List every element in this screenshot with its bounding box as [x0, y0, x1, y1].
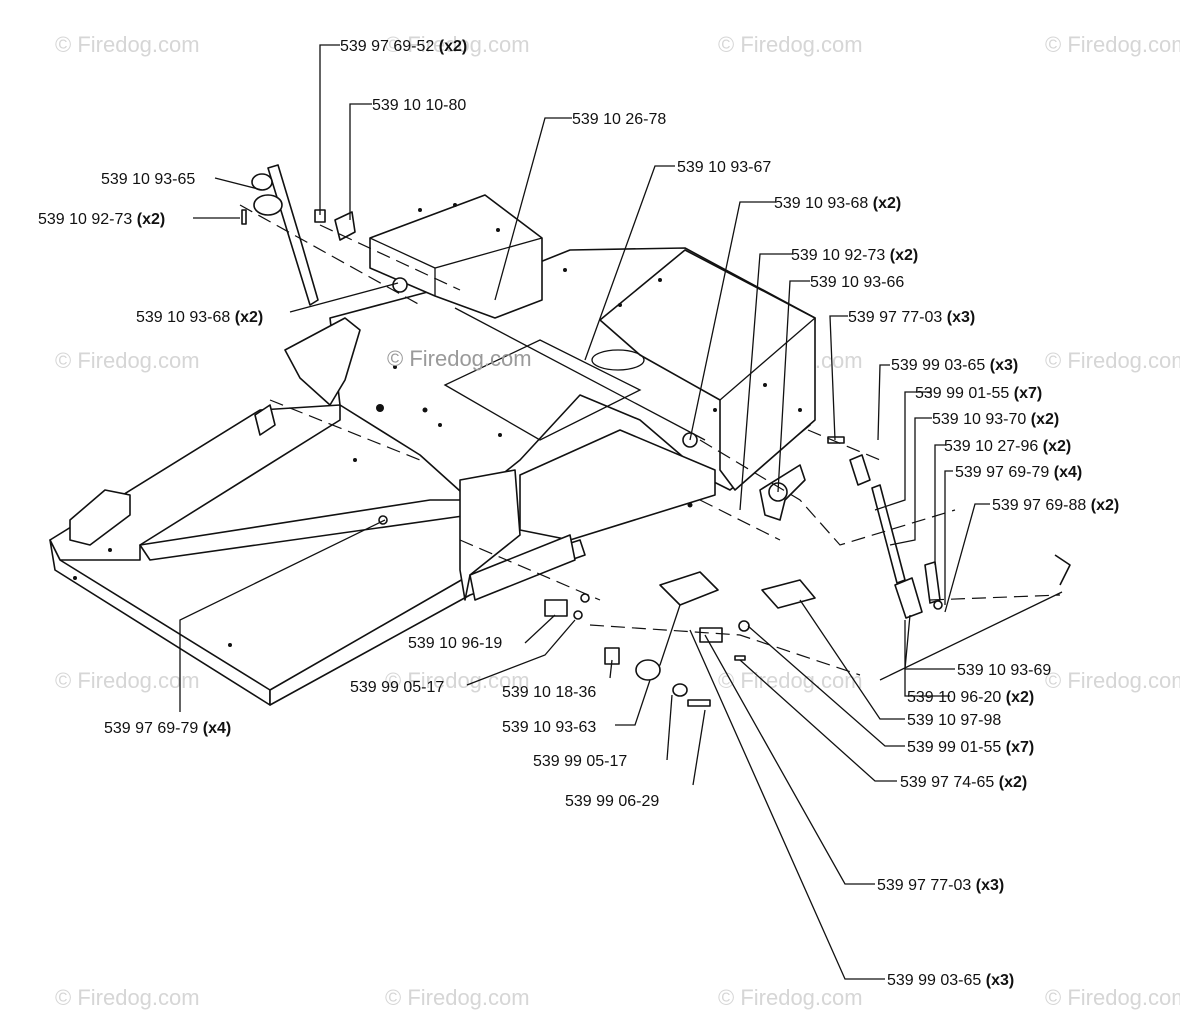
callout-label: 539 10 96-19	[408, 635, 502, 652]
watermark: © Firedog.com	[718, 668, 863, 693]
callout-label: 539 10 97-98	[907, 712, 1001, 729]
right-clip	[1054, 554, 1071, 586]
deck-hole	[591, 349, 645, 371]
callout-label: 539 10 93-66	[810, 274, 904, 291]
callout-label: 539 99 03-65 (x3)	[887, 972, 1014, 989]
watermark: © Firedog.com	[55, 985, 200, 1010]
watermark: © Firedog.com	[385, 32, 530, 57]
callout-label: 539 10 93-68 (x2)	[136, 309, 263, 326]
long-rod	[879, 591, 1063, 681]
callout-labels: 539 97 69-52 (x2) 539 10 10-80 539 10 26…	[38, 38, 1119, 989]
spring-nut	[933, 600, 943, 610]
pedal-front	[761, 579, 816, 609]
left-nut	[392, 277, 408, 293]
callout-label: 539 10 93-70 (x2)	[932, 411, 1059, 428]
front-plate	[544, 599, 568, 617]
watermark: © Firedog.com	[55, 32, 200, 57]
watermark-center: © Firedog.com	[387, 346, 532, 371]
callout-label: 539 10 96-20 (x2)	[907, 689, 1034, 706]
pedal-spring	[699, 627, 723, 643]
callout-label: 539 10 92-73 (x2)	[791, 247, 918, 264]
rear-box	[369, 194, 543, 319]
watermark: © Firedog.com	[1045, 32, 1180, 57]
tie-rod	[871, 484, 906, 584]
callout-label: 539 99 03-65 (x3)	[891, 357, 1018, 374]
side-channel	[519, 429, 716, 541]
leader-lines	[179, 44, 990, 980]
right-pin	[827, 436, 845, 444]
watermark: © Firedog.com	[1045, 668, 1180, 693]
watermark: © Firedog.com	[55, 668, 200, 693]
right-box	[599, 249, 816, 491]
callout-label: 539 10 93-69	[957, 662, 1051, 679]
callout-label: 539 10 93-68 (x2)	[774, 195, 901, 212]
watermarks: © Firedog.com © Firedog.com © Firedog.co…	[55, 32, 1180, 1010]
watermark: © Firedog.com	[1045, 985, 1180, 1010]
pedal-pin	[734, 655, 746, 661]
callout-label: 539 10 18-36	[502, 684, 596, 701]
callout-label: 539 10 93-63	[502, 719, 596, 736]
rod-end-bottom	[894, 577, 923, 619]
rod-end-top	[849, 454, 871, 486]
watermark: © Firedog.com	[385, 985, 530, 1010]
washer	[672, 683, 688, 697]
spring	[924, 561, 941, 604]
callout-label: 539 10 27-96 (x2)	[944, 438, 1071, 455]
watermark: © Firedog.com	[55, 348, 200, 373]
assembly-lines	[239, 204, 1061, 676]
callout-label: 539 99 06-29	[565, 793, 659, 810]
front-bolt	[573, 610, 583, 620]
callout-label: 539 10 93-65	[101, 171, 195, 188]
left-bushing	[253, 194, 283, 216]
callout-label: 539 99 05-17	[350, 679, 444, 696]
pedal-rear	[659, 571, 719, 606]
callout-label: 539 97 77-03 (x3)	[848, 309, 975, 326]
bolt	[687, 699, 711, 707]
watermark: © Firedog.com	[718, 985, 863, 1010]
rear-bracket	[334, 211, 356, 241]
callout-label: 539 97 69-88 (x2)	[992, 497, 1119, 514]
callout-label: 539 97 69-79 (x4)	[955, 464, 1082, 481]
left-tab	[254, 404, 276, 436]
watermark: © Firedog.com	[385, 668, 530, 693]
pedal-nut	[738, 620, 750, 632]
callout-label: 539 10 93-67	[677, 159, 771, 176]
watermark: © Firedog.com	[718, 32, 863, 57]
pivot-rod	[454, 307, 706, 441]
callout-label: 539 99 05-17	[533, 753, 627, 770]
pedal-pivot	[635, 659, 661, 681]
callout-label: 539 10 26-78	[572, 111, 666, 128]
left-bracket	[284, 317, 361, 406]
callout-label: 539 10 10-80	[372, 97, 466, 114]
callout-label: 539 97 74-65 (x2)	[900, 774, 1027, 791]
left-pin	[241, 209, 247, 225]
callout-label: 539 97 69-79 (x4)	[104, 720, 231, 737]
callout-label: 539 99 01-55 (x7)	[915, 385, 1042, 402]
callout-label: 539 97 77-03 (x3)	[877, 877, 1004, 894]
linkage-parts	[241, 164, 1071, 707]
front-lower-channel	[469, 534, 576, 601]
left-pad	[69, 489, 131, 546]
callout-label: 539 99 01-55 (x7)	[907, 739, 1034, 756]
callout-label: 539 10 92-73 (x2)	[38, 211, 165, 228]
watermark: © Firedog.com	[1045, 348, 1180, 373]
left-lever	[267, 164, 319, 306]
deck-opening	[443, 339, 642, 441]
callout-label: 539 97 69-52 (x2)	[340, 38, 467, 55]
